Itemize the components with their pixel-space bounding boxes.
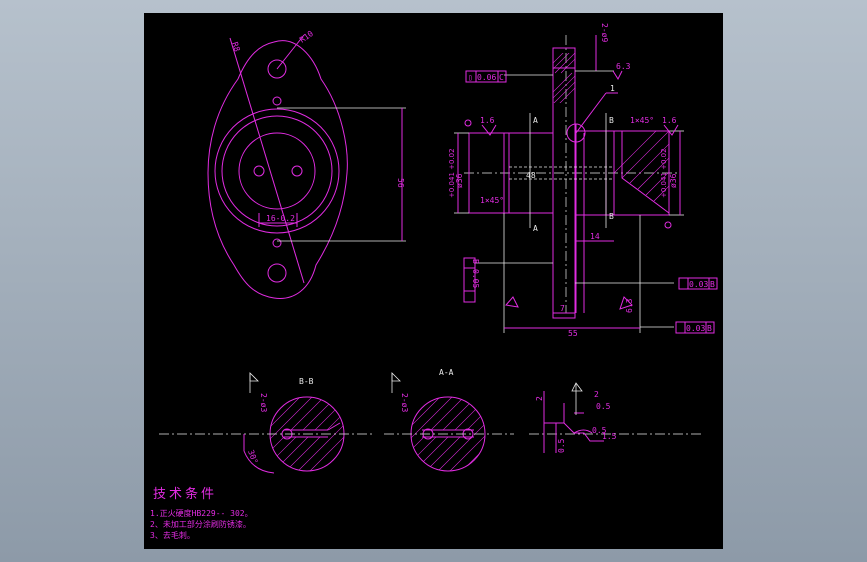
top-view: R8 R10 56 16-0.2 xyxy=(207,29,406,299)
technical-notes: 技术条件 1.正火硬度HB229-- 302。 2、未加工部分涂刷防锈漆。 3、… xyxy=(150,486,253,540)
dim-2-phi9: 2-ø9 xyxy=(600,23,609,42)
section-a2-mark: A xyxy=(533,224,538,233)
svg-text:▯: ▯ xyxy=(468,73,473,82)
engineering-drawing: R8 R10 56 16-0.2 xyxy=(150,23,718,540)
dim-14: 14 xyxy=(590,232,600,241)
outer-boss xyxy=(214,108,340,234)
dim-7: 7 xyxy=(560,304,565,313)
rough-1: 1.6 xyxy=(480,116,495,125)
tol-runout-1-ref: B xyxy=(710,280,715,289)
tol-frame-runout-1 xyxy=(678,277,718,290)
drawing-area[interactable]: R8 R10 56 16-0.2 xyxy=(144,13,723,549)
tol-flatness-value: 0.06 xyxy=(477,73,496,82)
datum-symbol-b xyxy=(619,296,633,310)
notes-title: 技术条件 xyxy=(153,486,217,502)
dim-16: 16-0.2 xyxy=(266,214,295,223)
detail-dim-0-5c: 0.5 xyxy=(557,438,566,453)
top-bolt-hole xyxy=(267,59,287,79)
inner-bore xyxy=(238,132,316,210)
rough-2: 1.6 xyxy=(662,116,677,125)
section-aa: A-A 2-ø3 xyxy=(384,368,514,472)
bottom-bolt-hole xyxy=(267,263,287,283)
side-view: A B A B 1 ▯ 0.06 C 0.03 B 0.03 B B 0.05 xyxy=(448,23,718,338)
section-aa-dim: 2-ø3 xyxy=(400,393,409,412)
tol-frame-runout-2 xyxy=(675,321,715,334)
right-section-hatch-region xyxy=(621,130,670,214)
leader-r10 xyxy=(276,34,305,70)
datum-symbol-a xyxy=(505,296,519,308)
section-bb-angle: 30° xyxy=(246,449,259,466)
dia-right-tol: +0.041 +0.02 xyxy=(660,148,668,198)
roughness-symbol-1 xyxy=(481,124,497,136)
detail-dim-0-5a: 0.5 xyxy=(596,402,611,411)
chamfer-top: 1×45° xyxy=(630,116,654,125)
outer-boss-inner xyxy=(221,115,333,227)
section-b2-mark: B xyxy=(609,212,614,221)
small-hole-top xyxy=(272,96,282,106)
dia-left: ø36 xyxy=(455,173,464,188)
section-b-mark: B xyxy=(609,116,614,125)
tol-perp-ref: B xyxy=(471,259,480,264)
flange-top-hatch xyxy=(552,47,576,69)
tol-frame-flatness xyxy=(465,70,507,83)
section-bb: B-B 2-ø3 30° xyxy=(159,372,374,474)
oil-hole-right xyxy=(291,165,303,177)
part-callout-1: 1 xyxy=(610,84,615,93)
dim-55: 55 xyxy=(568,329,578,338)
left-boss xyxy=(468,132,554,214)
roughness-symbol-3 xyxy=(612,70,623,81)
note-1: 1.正火硬度HB229-- 302。 xyxy=(150,508,253,518)
tol-runout-1-value: 0.03 xyxy=(689,280,708,289)
detail-dim-2b: 2 xyxy=(535,396,544,401)
note-3: 3、去毛刺。 xyxy=(150,530,195,540)
chamfer-left: 1×45° xyxy=(480,196,504,205)
roughness-symbol-2 xyxy=(663,124,679,136)
tol-runout-2-ref: B xyxy=(707,324,712,333)
section-a-mark: A xyxy=(533,116,538,125)
dia-right: ø36 xyxy=(669,173,678,188)
section-line-r8 xyxy=(229,37,305,284)
detail-dim-1-5: 1.5 xyxy=(602,432,617,441)
detail-dim-2: 2 xyxy=(594,390,599,399)
dim-48: 48 xyxy=(526,171,536,180)
dim-6-3: 6.3 xyxy=(625,298,634,313)
detail-view: 2 0.5 0.5 1.5 0.5 2 xyxy=(529,382,704,453)
tol-perp-value: 0.05 xyxy=(471,269,480,288)
tol-runout-2-value: 0.03 xyxy=(686,324,705,333)
section-bb-dim: 2-ø3 xyxy=(259,393,268,412)
rough-3: 6.3 xyxy=(616,62,631,71)
section-aa-title: A-A xyxy=(439,368,454,377)
flange-outline xyxy=(207,40,348,299)
section-bb-title: B-B xyxy=(299,377,314,386)
tol-frame-perpendicularity xyxy=(463,257,476,303)
note-2: 2、未加工部分涂刷防锈漆。 xyxy=(150,519,251,529)
tol-flatness-ref: C xyxy=(499,73,504,82)
dim-56: 56 xyxy=(396,178,405,188)
oil-hole-left xyxy=(253,165,265,177)
dim-r10: R10 xyxy=(298,29,315,45)
detail-dim-0-5b: 0.5 xyxy=(592,426,607,435)
dia-left-tol: +0.041 +0.02 xyxy=(448,148,456,198)
dim-r8: R8 xyxy=(230,41,242,53)
small-hole-bottom xyxy=(272,238,282,248)
